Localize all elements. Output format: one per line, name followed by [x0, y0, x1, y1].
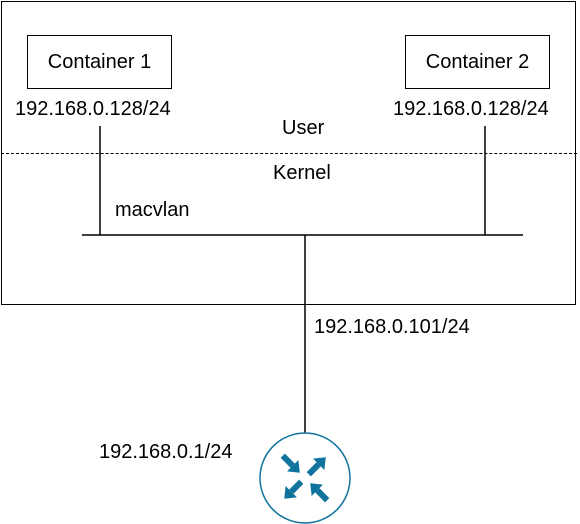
host-uplink-ip: 192.168.0.101/24: [314, 316, 470, 338]
container-2-ip: 192.168.0.128/24: [393, 98, 549, 120]
container-1-ip: 192.168.0.128/24: [15, 98, 171, 120]
router-icon: [259, 432, 351, 524]
macvlan-label: macvlan: [115, 199, 190, 221]
router-ip: 192.168.0.1/24: [99, 441, 233, 463]
container-2-label: Container 2: [425, 50, 530, 73]
container-2-box: Container 2: [405, 35, 550, 89]
user-space-label: User: [282, 117, 325, 139]
container-1-label: Container 1: [47, 50, 152, 73]
kernel-space-label: Kernel: [273, 162, 331, 184]
container-1-box: Container 1: [27, 35, 172, 89]
user-kernel-divider: [1, 153, 577, 154]
